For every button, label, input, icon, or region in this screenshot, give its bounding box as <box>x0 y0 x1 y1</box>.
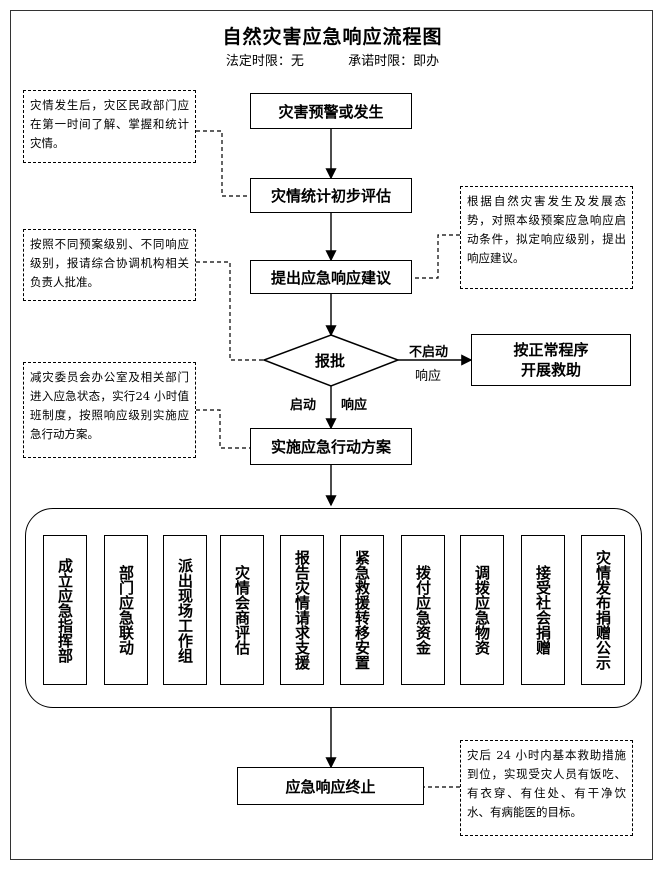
step-disaster-warning: 灾害预警或发生 <box>250 93 412 129</box>
action-label: 拨付应急资金 <box>414 565 432 655</box>
action-box: 灾情发布捐赠公示 <box>581 535 625 685</box>
actions-container <box>25 508 642 708</box>
action-box: 派出现场工作组 <box>163 535 207 685</box>
action-label: 部门应急联动 <box>117 565 135 655</box>
action-box: 部门应急联动 <box>104 535 148 685</box>
note-response-proposal: 根据自然灾害发生及发展态势，对照本级预案应急响应启动条件，拟定响应级别，提出响应… <box>460 186 633 289</box>
action-label: 调拨应急物资 <box>473 565 491 655</box>
page-subtitle: 法定时限：无 承诺时限：即办 <box>0 50 665 69</box>
decision-label: 报批 <box>315 352 346 370</box>
step-disaster-assessment: 灾情统计初步评估 <box>250 178 412 213</box>
step-propose-response: 提出应急响应建议 <box>250 260 412 294</box>
action-box: 灾情会商评估 <box>220 535 264 685</box>
note-emergency-state: 减灾委员会办公室及相关部门进入应急状态，实行24 小时值班制度，按照响应级别实施… <box>23 362 196 458</box>
action-label: 成立应急指挥部 <box>56 557 74 663</box>
step-implement-plan: 实施应急行动方案 <box>250 428 412 465</box>
note-relief-target: 灾后 24 小时内基本救助措施到位，实现受灾人员有饭吃、有衣穿、有住处、有干净饮… <box>460 740 633 836</box>
label-respond: 响应 <box>341 398 368 413</box>
note-approval: 按照不同预案级别、不同响应级别，报请综合协调机构相关负责人批准。 <box>23 229 196 301</box>
label-no-start-response: 响应 <box>415 369 442 384</box>
action-label: 紧急救援转移安置 <box>353 550 371 670</box>
action-box: 拨付应急资金 <box>401 535 445 685</box>
note-statistics: 灾情发生后，灾区民政部门应在第一时间了解、掌握和统计灾情。 <box>23 90 196 163</box>
page-title: 自然灾害应急响应流程图 <box>222 26 443 48</box>
step-normal-procedure: 按正常程序 开展救助 <box>471 334 631 386</box>
action-label: 接受社会捐赠 <box>534 565 552 655</box>
action-box: 报告灾情请求支援 <box>280 535 324 685</box>
step-response-end: 应急响应终止 <box>237 767 424 805</box>
legal-time-limit: 法定时限：无 <box>225 54 304 69</box>
action-label: 报告灾情请求支援 <box>293 550 311 670</box>
action-label: 灾情发布捐赠公示 <box>594 550 612 670</box>
action-box: 接受社会捐赠 <box>521 535 565 685</box>
page-frame <box>10 10 653 860</box>
action-label: 灾情会商评估 <box>233 565 251 655</box>
action-label: 派出现场工作组 <box>176 557 194 663</box>
promise-time-limit: 承诺时限：即办 <box>348 54 440 69</box>
approval-decision-diamond <box>261 334 401 387</box>
action-box: 成立应急指挥部 <box>43 535 87 685</box>
action-box: 调拨应急物资 <box>460 535 504 685</box>
action-box: 紧急救援转移安置 <box>340 535 384 685</box>
label-start: 启动 <box>290 398 317 413</box>
label-no-start: 不启动 <box>409 345 449 360</box>
